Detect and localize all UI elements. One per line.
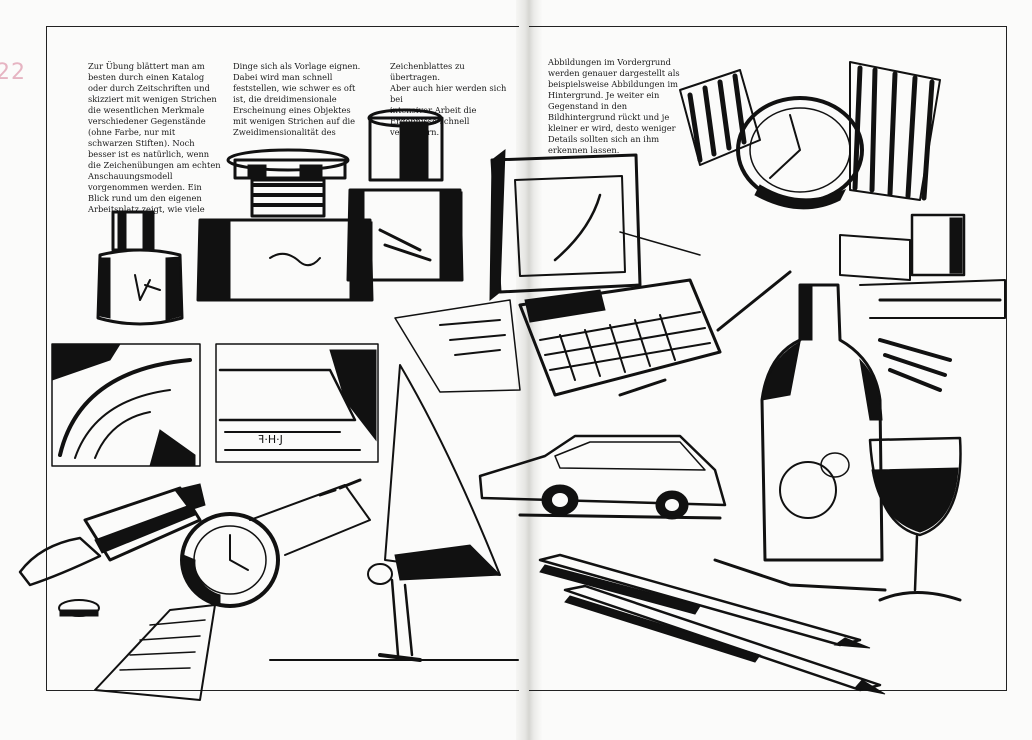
ink-jar-sketch bbox=[196, 148, 374, 302]
keyboard-sketch bbox=[518, 278, 722, 397]
desk-lamp-sketch bbox=[716, 213, 1006, 332]
windsurfer-sketch bbox=[269, 364, 519, 662]
text-column-4: Abbildungen im Vordergrund werden genaue… bbox=[548, 57, 680, 155]
wine-bottle-sketch bbox=[760, 283, 952, 562]
right-page-frame bbox=[529, 26, 1007, 691]
lipstick-sketch bbox=[18, 483, 206, 617]
ink-bottle-sketch bbox=[96, 210, 184, 326]
car-rear-detail-sketch: ꟻ·H·J bbox=[215, 343, 379, 463]
pens-sketch bbox=[538, 553, 886, 695]
paper-sheet-sketch bbox=[394, 299, 521, 393]
car-fender-detail-sketch bbox=[51, 343, 201, 467]
bracelet-watch-sketch bbox=[679, 61, 941, 210]
computer-monitor-sketch bbox=[489, 148, 701, 302]
left-page-frame bbox=[46, 26, 519, 691]
car-sketch bbox=[478, 434, 727, 520]
text-column-1: Zur Übung blättert man am besten durch e… bbox=[88, 61, 221, 214]
page-number: 22 bbox=[0, 60, 26, 85]
svg-text:ꟻ·H·J: ꟻ·H·J bbox=[258, 433, 283, 446]
ink-pot-sketch bbox=[346, 108, 464, 282]
wine-glass-sketch bbox=[713, 436, 962, 602]
text-column-2: Dinge sich als Vorlage eignen. Dabei wir… bbox=[233, 61, 361, 137]
wristwatch-sketch bbox=[94, 478, 371, 701]
book-gutter bbox=[516, 0, 542, 740]
